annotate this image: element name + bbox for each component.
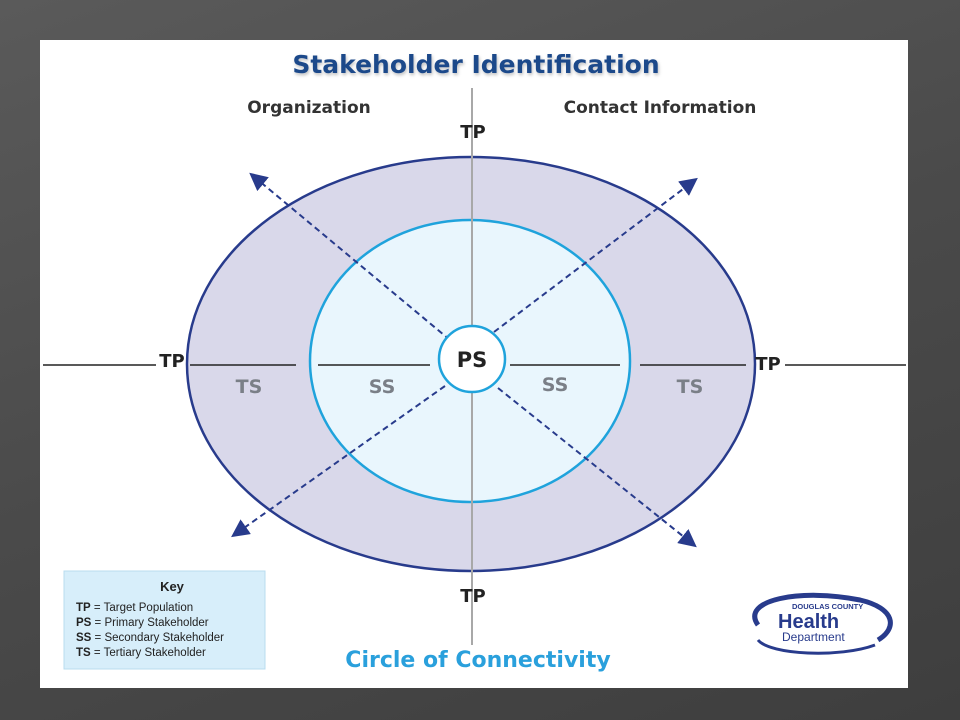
key-box xyxy=(63,570,266,670)
logo-line2: Health xyxy=(778,611,839,633)
ss-label-left: SS xyxy=(369,376,396,398)
key-item: SS = Secondary Stakeholder xyxy=(76,632,224,644)
tp-label-left: TP xyxy=(159,351,184,372)
stakeholder-diagram: Stakeholder Identification Organization … xyxy=(43,50,906,673)
logo-line1: DOUGLAS COUNTY xyxy=(792,602,863,611)
tp-label-right: TP xyxy=(755,354,780,375)
tp-label-top: TP xyxy=(460,122,485,143)
arrow-lower-right xyxy=(497,387,697,548)
ts-label-left: TS xyxy=(236,376,263,398)
arrow-lower-left xyxy=(231,385,446,538)
key-item: PS = Primary Stakeholder xyxy=(76,617,209,629)
arrow-upper-left xyxy=(249,172,451,341)
organization-heading: Organization xyxy=(247,98,371,118)
slide-title: Stakeholder Identification xyxy=(292,50,659,79)
douglas-county-health-logo: DOUGLAS COUNTY Health Department xyxy=(752,592,893,655)
slide: Stakeholder Identification Organization … xyxy=(40,40,908,688)
slide-subtitle: Circle of Connectivity xyxy=(345,648,610,673)
ss-label-right: SS xyxy=(542,374,569,396)
logo-swoosh-top xyxy=(752,592,893,643)
key-item: TP = Target Population xyxy=(76,602,193,614)
ps-label: PS xyxy=(457,348,488,372)
key-legend: Key TP = Target Population PS = Primary … xyxy=(63,570,266,670)
contact-information-heading: Contact Information xyxy=(564,98,757,118)
logo-swoosh-bottom xyxy=(756,638,876,655)
key-item: TS = Tertiary Stakeholder xyxy=(76,647,206,659)
logo-line3: Department xyxy=(782,630,845,644)
primary-stakeholder-circle xyxy=(437,324,507,394)
arrow-upper-right xyxy=(493,177,698,333)
key-title: Key xyxy=(160,579,185,594)
tp-label-bottom: TP xyxy=(460,586,485,607)
ts-label-right: TS xyxy=(677,376,704,398)
